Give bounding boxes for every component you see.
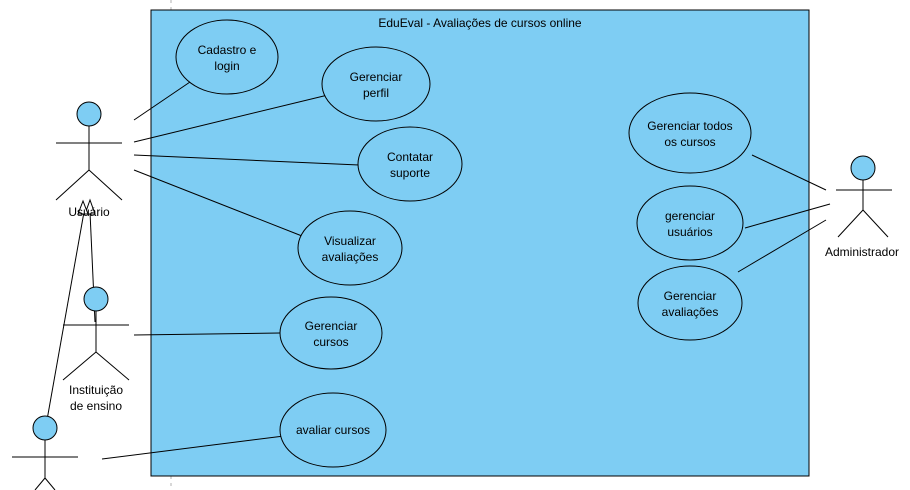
- actor-leg-left: [837, 209, 864, 238]
- usecase-gerenciar-todos-cursos[interactable]: Gerenciar todos os cursos: [628, 92, 752, 174]
- actor-leg-right: [862, 209, 889, 238]
- actor-head-icon: [850, 155, 876, 181]
- actor-leg-left: [55, 169, 90, 201]
- assoc-admin-avaliacoes: [737, 219, 827, 273]
- usecase-label: perfil: [363, 86, 389, 100]
- usecase-cadastro-login[interactable]: Cadastro e login: [175, 19, 279, 95]
- assoc-usuario-perfil: [133, 93, 333, 143]
- usecase-gerenciar-cursos[interactable]: Gerenciar cursos: [279, 296, 383, 370]
- assoc-usuario-cadastro: [133, 81, 191, 121]
- actor-instituicao-label-1: Instituição: [69, 383, 123, 397]
- system-title: EduEval - Avaliações de cursos online: [378, 16, 582, 30]
- actor-leg-right: [95, 351, 130, 381]
- actor-aluno[interactable]: [12, 415, 78, 490]
- actor-leg-left: [34, 477, 46, 490]
- usecase-label: usuários: [667, 225, 712, 239]
- assoc-admin-usuarios: [744, 203, 831, 229]
- usecase-label: gerenciar: [665, 209, 715, 223]
- actor-leg-right: [44, 477, 56, 490]
- actor-administrador-label: Administrador: [825, 245, 899, 259]
- usecase-ellipse: [279, 296, 383, 370]
- usecase-label: avaliar cursos: [296, 423, 370, 437]
- actor-leg-right: [88, 169, 123, 201]
- usecase-label: Gerenciar todos: [647, 119, 732, 133]
- usecase-label: Gerenciar: [305, 319, 358, 333]
- usecase-ellipse: [628, 92, 752, 174]
- usecase-avaliar-cursos[interactable]: avaliar cursos: [279, 392, 387, 468]
- usecase-label: Gerenciar: [664, 289, 717, 303]
- actor-usuario[interactable]: [55, 101, 123, 201]
- usecase-gerenciar-avaliacoes[interactable]: Gerenciar avaliações: [637, 265, 743, 341]
- usecase-label: cursos: [313, 335, 348, 349]
- actor-leg-left: [62, 351, 97, 381]
- assoc-instituicao-cursos: [133, 332, 281, 336]
- generalization-aluno: [46, 211, 85, 421]
- usecase-visualizar-avaliacoes[interactable]: Visualizar avaliações: [297, 210, 403, 286]
- actor-head-icon: [83, 286, 109, 312]
- usecase-gerenciar-perfil[interactable]: Gerenciar perfil: [321, 46, 431, 122]
- actor-instituicao[interactable]: [62, 286, 130, 381]
- usecase-ellipse: [321, 46, 431, 122]
- usecase-contatar-suporte[interactable]: Contatar suporte: [357, 126, 463, 202]
- usecase-label: os cursos: [664, 135, 715, 149]
- assoc-usuario-visualizar: [133, 169, 303, 237]
- usecase-ellipse: [357, 126, 463, 202]
- actor-head-icon: [76, 101, 102, 127]
- actor-usuario-label: Usuário: [68, 205, 110, 219]
- usecase-gerenciar-usuarios[interactable]: gerenciar usuários: [636, 185, 744, 261]
- usecase-label: Gerenciar: [350, 70, 403, 84]
- generalization-arrowhead-2: [77, 199, 89, 215]
- usecase-ellipse: [279, 392, 387, 468]
- usecase-ellipse: [297, 210, 403, 286]
- usecase-label: Contatar: [387, 150, 433, 164]
- usecase-ellipse: [637, 265, 743, 341]
- usecase-ellipse: [175, 19, 279, 95]
- assoc-admin-todos: [751, 154, 827, 191]
- assoc-aluno-avaliar: [101, 435, 285, 460]
- actor-instituicao-label-2: de ensino: [70, 399, 122, 413]
- assoc-usuario-suporte: [133, 154, 360, 166]
- usecase-label: avaliações: [322, 250, 379, 264]
- actor-administrador[interactable]: [836, 155, 892, 238]
- usecase-label: avaliações: [662, 305, 719, 319]
- generalization-arrowhead-1: [84, 198, 96, 215]
- usecase-label: Cadastro e: [198, 43, 257, 57]
- usecase-label: login: [214, 59, 239, 73]
- actor-head-icon: [32, 415, 58, 441]
- usecase-label: Visualizar: [324, 234, 376, 248]
- usecase-label: suporte: [390, 166, 430, 180]
- usecase-ellipse: [636, 185, 744, 261]
